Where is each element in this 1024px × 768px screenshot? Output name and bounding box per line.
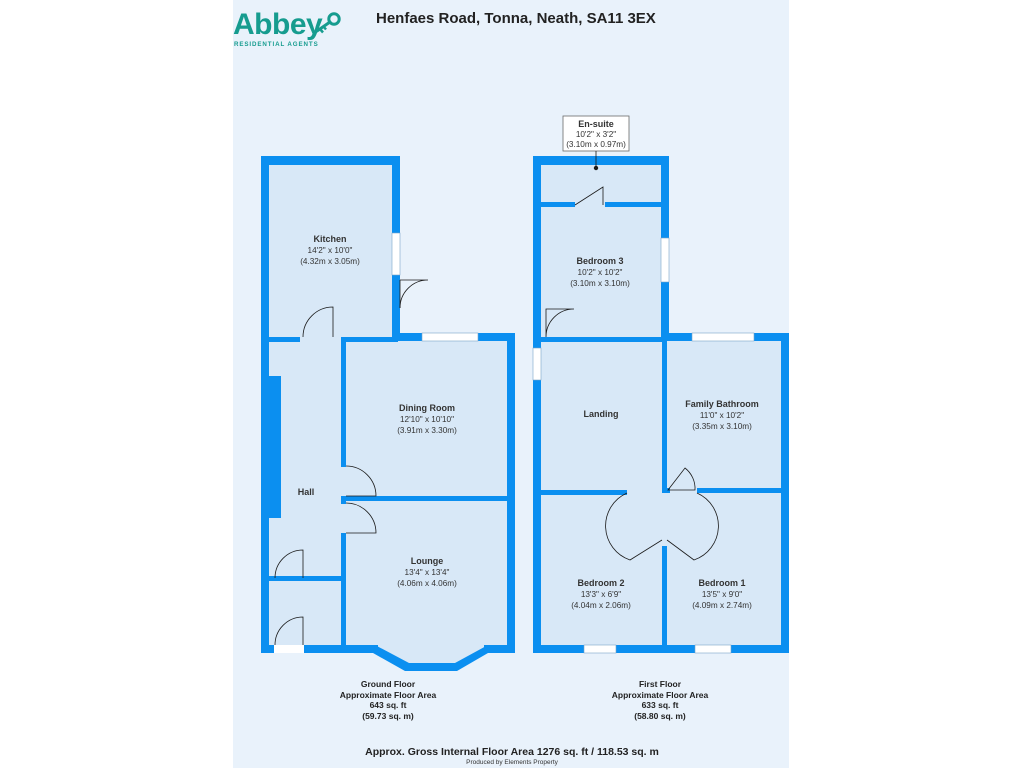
bedroom-1-dim-imperial: 13'5" x 9'0": [702, 590, 742, 599]
brand-name: Abbey: [233, 8, 323, 41]
gross-floor-area: Approx. Gross Internal Floor Area 1276 s…: [365, 746, 659, 758]
first-floor-caption-title: First Floor: [638, 679, 682, 689]
family-bathroom-dim-metric: (3.35m x 3.10m): [692, 422, 752, 431]
brand-logo: Abbey RESIDENTIAL AGENTS: [233, 8, 343, 52]
first-floor-area-sqft: 633 sq. ft: [641, 700, 679, 710]
kitchen-dim-imperial: 14'2" x 10'0": [308, 246, 353, 255]
ensuite-dim-metric: (3.10m x 0.97m): [566, 140, 626, 149]
property-address: Henfaes Road, Tonna, Neath, SA11 3EX: [376, 10, 656, 27]
lounge-dim-metric: (4.06m x 4.06m): [397, 579, 457, 588]
lounge-dim-imperial: 13'4" x 13'4": [405, 568, 450, 577]
lounge-label: Lounge: [411, 556, 444, 566]
ensuite-dim-imperial: 10'2" x 3'2": [576, 130, 616, 139]
ground-floor-caption-title: Ground Floor: [360, 679, 416, 689]
ensuite-label: En-suite: [578, 119, 614, 129]
bedroom-2-label: Bedroom 2: [577, 578, 624, 588]
dining-room-dim-metric: (3.91m x 3.30m): [397, 426, 457, 435]
ground-floor-area-sqm: (59.73 sq. m): [362, 710, 414, 721]
key-icon: [315, 12, 341, 34]
ensuite-label-box: [562, 115, 630, 152]
ground-floor-caption-subtitle: Approximate Floor Area: [339, 689, 437, 700]
bedroom-3-dim-imperial: 10'2" x 10'2": [578, 268, 623, 277]
first-floor-doors: [545, 186, 719, 561]
ground-floor-caption: Ground Floor Approximate Floor Area 643 …: [314, 679, 462, 721]
landing-label: Landing: [584, 409, 619, 419]
family-bathroom-dim-imperial: 11'0" x 10'2": [700, 411, 744, 420]
bedroom-3-label: Bedroom 3: [576, 256, 623, 266]
brand-tagline: RESIDENTIAL AGENTS: [234, 41, 319, 48]
ground-floor-fill: [262, 158, 514, 669]
bedroom-2-dim-imperial: 13'3" x 6'9": [581, 590, 621, 599]
hall-label: Hall: [298, 487, 315, 497]
family-bathroom-label: Family Bathroom: [685, 399, 759, 409]
bedroom-1-dim-metric: (4.09m x 2.74m): [692, 601, 752, 610]
bedroom-2-dim-metric: (4.04m x 2.06m): [571, 601, 631, 610]
first-floor-caption-subtitle: Approximate Floor Area: [611, 689, 709, 700]
bedroom-1-label: Bedroom 1: [698, 578, 745, 588]
dining-room-dim-imperial: 12'10" x 10'10": [400, 415, 454, 424]
kitchen-label: Kitchen: [313, 234, 346, 244]
dining-room-label: Dining Room: [399, 403, 455, 413]
ensuite-pointer: [593, 165, 599, 171]
ground-floor-doors: [274, 279, 429, 646]
kitchen-dim-metric: (4.32m x 3.05m): [300, 257, 360, 266]
producer-credit: Produced by Elements Property: [466, 759, 558, 766]
bedroom-3-dim-metric: (3.10m x 3.10m): [570, 279, 630, 288]
first-floor-plan: En-suite 10'2" x 3'2" (3.10m x 0.97m) Be…: [532, 115, 789, 654]
first-floor-area-sqm: (58.80 sq. m): [634, 710, 686, 721]
ground-floor-plan: Kitchen 14'2" x 10'0" (4.32m x 3.05m) Di…: [261, 156, 515, 671]
first-floor-caption: First Floor Approximate Floor Area 633 s…: [586, 679, 734, 721]
ground-floor-area-sqft: 643 sq. ft: [369, 700, 407, 710]
